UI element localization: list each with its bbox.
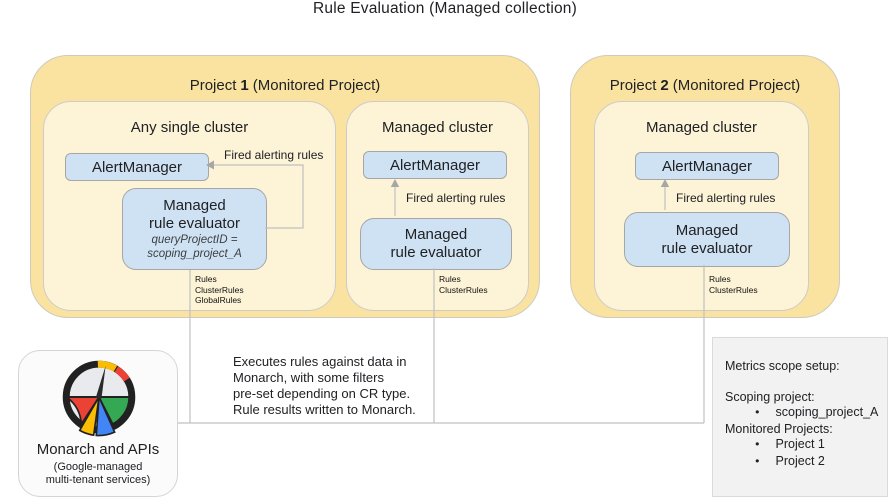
diagram-title: Rule Evaluation (Managed collection) <box>313 0 577 17</box>
rule-type: GlobalRules <box>195 295 242 305</box>
project-2-number: 2 <box>660 77 669 94</box>
rule-type: ClusterRules <box>439 284 488 295</box>
managed-rule-evaluator-box-1: Managed rule evaluator queryProjectID = … <box>122 188 267 270</box>
evaluator-3-line2: rule evaluator <box>661 239 753 257</box>
scoping-project-value: scoping_project_A <box>775 405 879 419</box>
metrics-scope-panel: Metrics scope setup: Scoping project: sc… <box>712 337 888 497</box>
monarch-box: Monarch and APIs (Google-managed multi-t… <box>18 350 178 497</box>
rule-types-list-2: Rules ClusterRules <box>439 274 488 295</box>
cluster-any-single-title: Any single cluster <box>130 119 249 136</box>
monarch-subtitle: (Google-managed multi-tenant services) <box>19 461 177 487</box>
scoping-project-label: Scoping project: <box>725 389 815 404</box>
rule-type: Rules <box>195 274 217 284</box>
project-2-prefix: Project <box>609 77 657 94</box>
project-2-suffix: (Monitored Project) <box>672 77 801 94</box>
note-line: Rule results written to Monarch. <box>233 402 416 417</box>
rule-types-list-1: Rules ClusterRules GlobalRules <box>195 274 244 306</box>
monitored-project-item: Project 2 <box>725 454 887 471</box>
monarch-title: Monarch and APIs <box>36 441 160 458</box>
monitored-project-value: Project 2 <box>775 453 825 468</box>
project-1-suffix: (Monitored Project) <box>252 77 381 94</box>
spacer <box>725 375 887 390</box>
metrics-scope-title: Metrics scope setup: <box>725 359 840 373</box>
monitored-project-item: Project 1 <box>725 437 887 454</box>
managed-rule-evaluator-box-2: Managed rule evaluator <box>360 218 512 270</box>
monitored-projects-label: Monitored Projects: <box>725 421 833 436</box>
fired-alerting-rules-label-3: Fired alerting rules <box>676 191 776 205</box>
alertmanager-box-2: AlertManager <box>363 151 507 179</box>
project-1-prefix: Project <box>189 77 237 94</box>
rule-type: Rules <box>439 274 461 284</box>
evaluator-1-note1: queryProjectID = <box>151 234 238 246</box>
fired-alerting-rules-label-1: Fired alerting rules <box>224 148 324 162</box>
managed-rule-evaluator-box-3: Managed rule evaluator <box>624 212 790 267</box>
alertmanager-box-1: AlertManager <box>65 153 209 181</box>
note-line: Monarch, with some filters <box>233 370 384 385</box>
evaluator-1-line2: rule evaluator <box>149 215 240 232</box>
evaluator-3-line1: Managed <box>675 221 739 239</box>
monarch-subtitle-line2: multi-tenant services) <box>45 474 151 486</box>
fired-alerting-rules-label-2: Fired alerting rules <box>406 191 506 205</box>
monarch-gauge-icon <box>62 360 136 437</box>
cluster-managed-p1: Managed cluster AlertManager Fired alert… <box>346 101 529 311</box>
scoping-project-item: scoping_project_A <box>725 405 887 422</box>
rule-type: ClusterRules <box>195 284 244 295</box>
note-line: pre-set depending on CR type. <box>233 386 411 401</box>
note-text: Executes rules against data in Monarch, … <box>233 354 453 418</box>
cluster-managed-p1-title: Managed cluster <box>382 119 493 136</box>
cluster-managed-p2-title: Managed cluster <box>646 119 757 136</box>
project-1-number: 1 <box>240 77 249 94</box>
monarch-subtitle-line1: (Google-managed <box>53 461 143 473</box>
cluster-any-single: Any single cluster AlertManager Fired al… <box>43 101 336 311</box>
monitored-project-value: Project 1 <box>775 437 825 451</box>
evaluator-2-line1: Managed <box>404 226 468 243</box>
rule-types-list-3: Rules ClusterRules <box>709 274 758 295</box>
cluster-managed-p2: Managed cluster AlertManager Fired alert… <box>594 101 809 311</box>
rule-type: Rules <box>709 274 731 284</box>
evaluator-1-line1: Managed <box>163 197 226 214</box>
alertmanager-box-3: AlertManager <box>635 152 779 180</box>
evaluator-2-line2: rule evaluator <box>390 244 482 261</box>
evaluator-1-note2: scoping_project_A <box>147 248 242 260</box>
rule-type: ClusterRules <box>709 284 758 295</box>
note-line: Executes rules against data in <box>233 354 407 369</box>
